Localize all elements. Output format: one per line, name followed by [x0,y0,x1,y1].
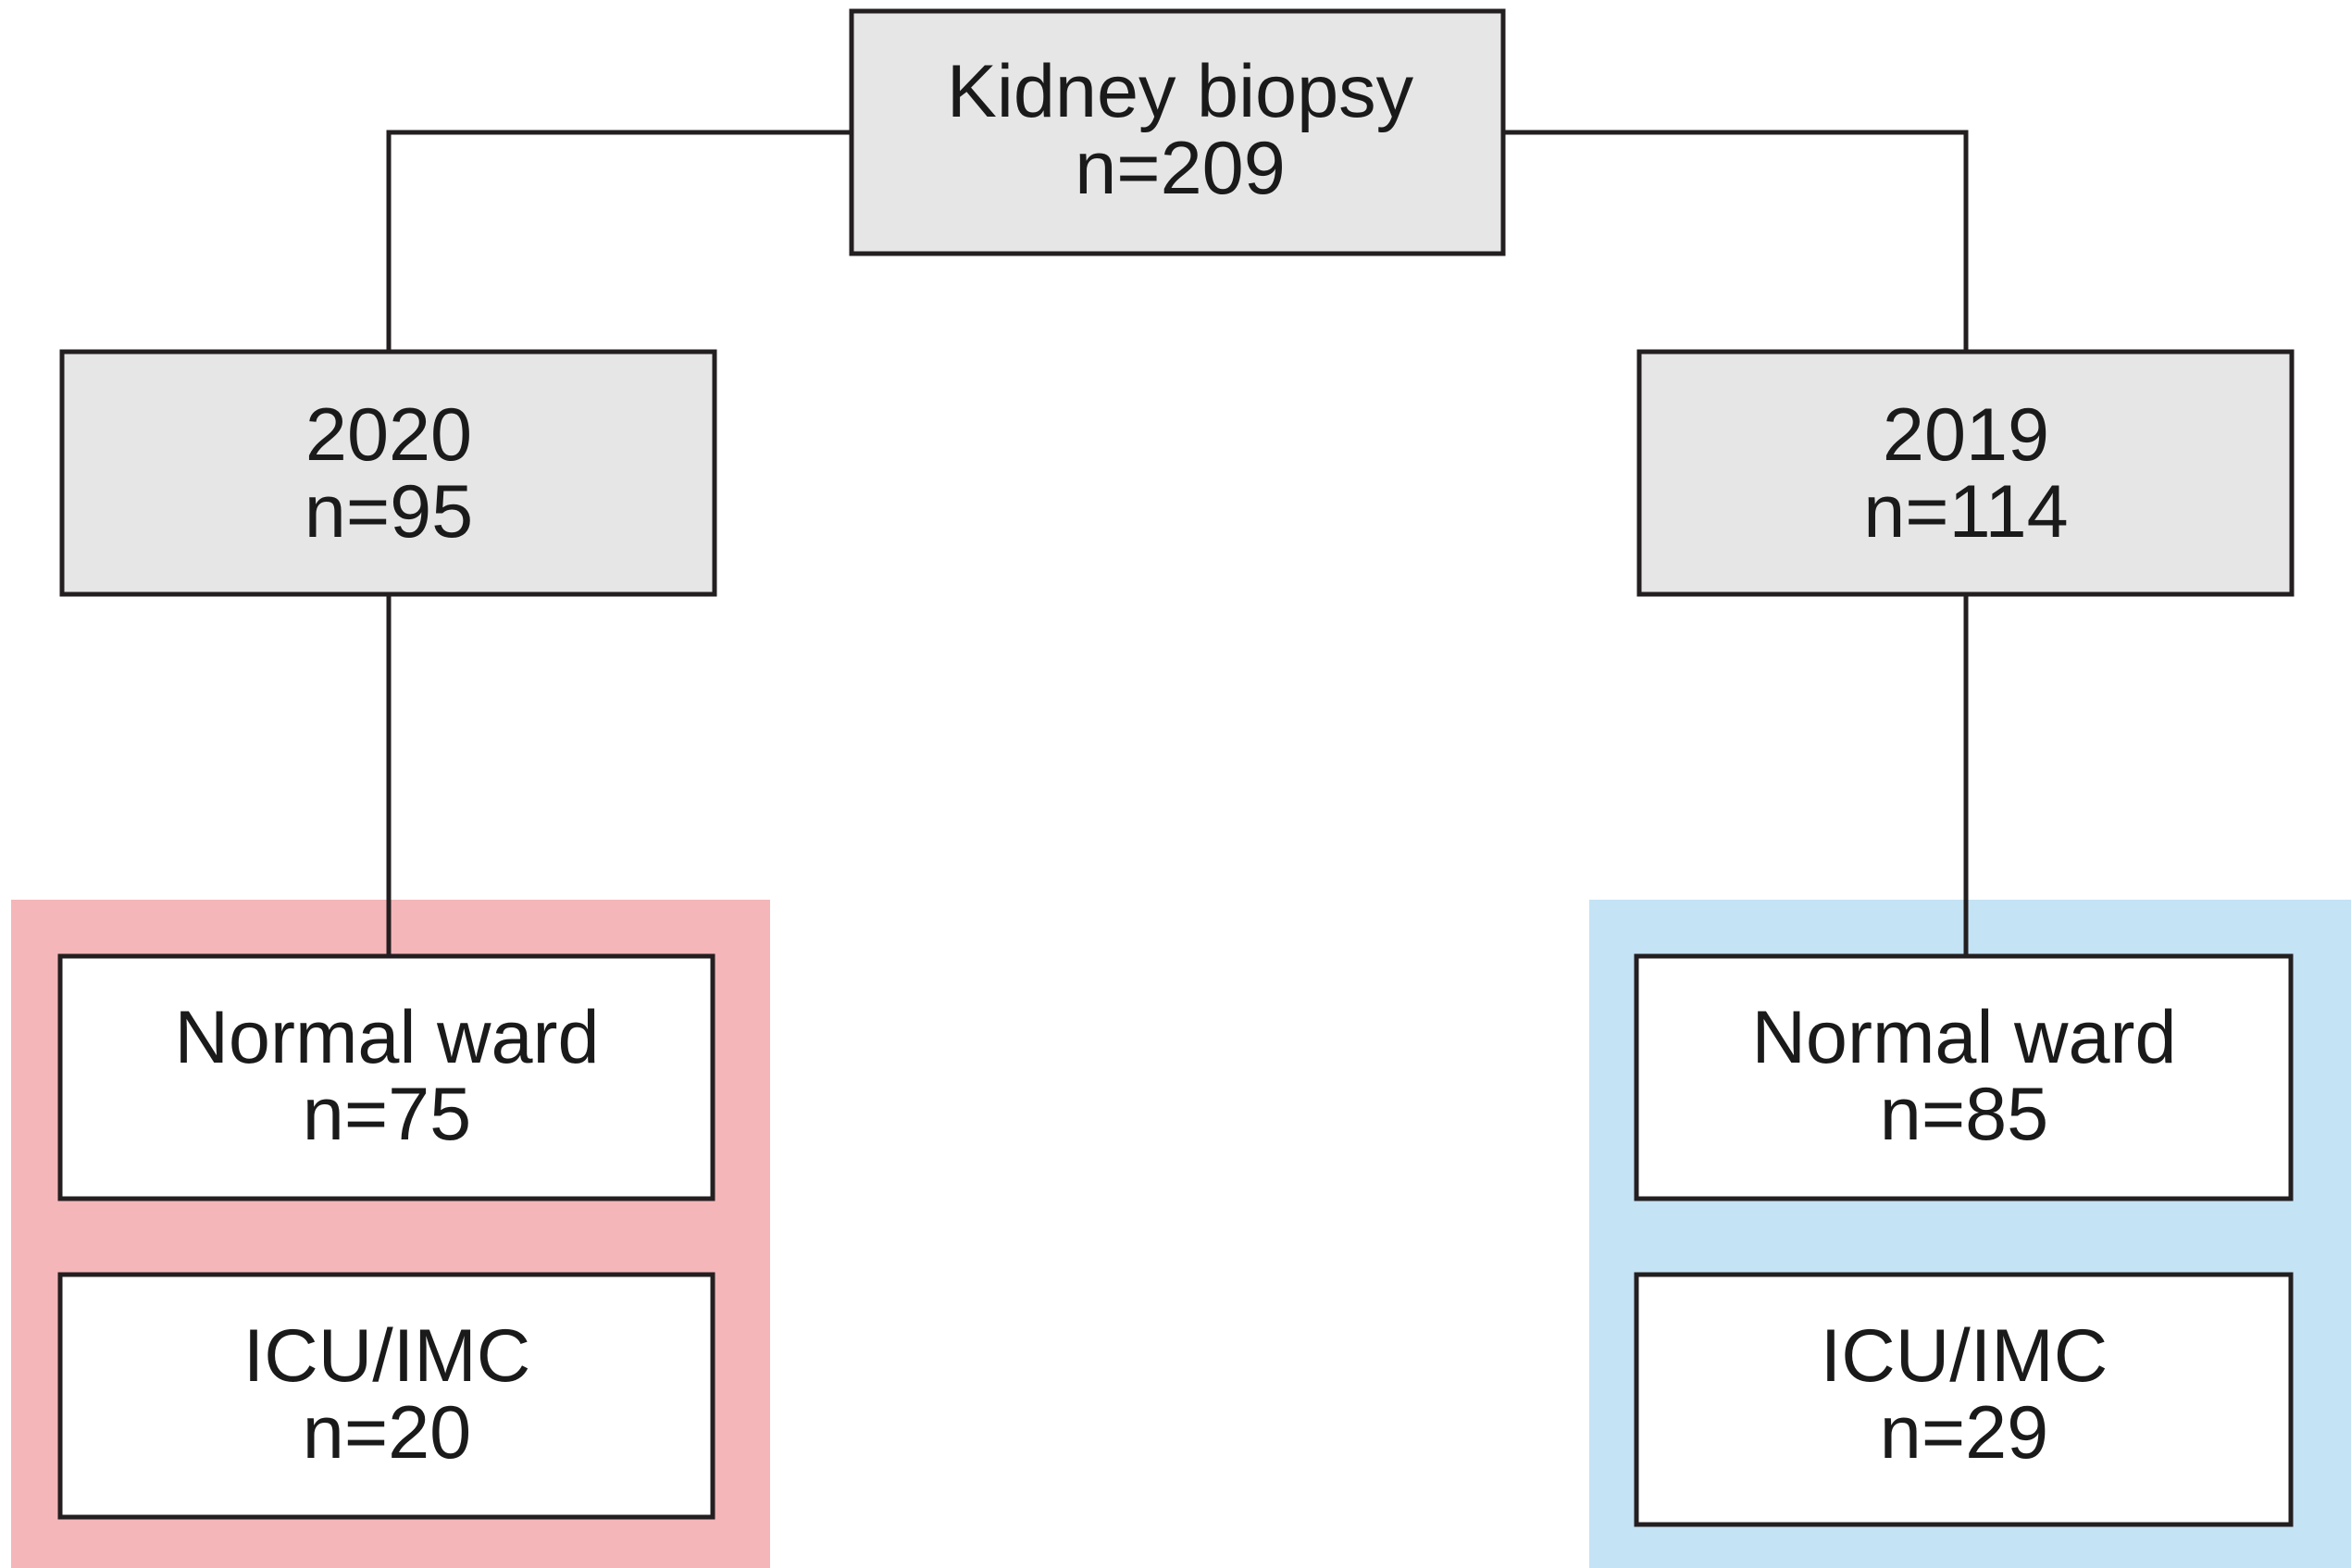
node-2019-icu-imc: ICU/IMC n=29 [1634,1272,2294,1527]
node-2019-normal-ward-count: n=85 [1880,1073,2048,1156]
node-2020-icu-imc-label: ICU/IMC [243,1314,530,1398]
node-kidney-biopsy-label: Kidney biopsy [947,50,1414,133]
node-year-2019-label: 2019 [1883,393,2049,477]
node-2019-icu-imc-label: ICU/IMC [1821,1314,2108,1398]
connector-root-to-2019 [1503,130,1969,352]
node-2019-normal-ward-label: Normal ward [1751,996,2176,1079]
node-kidney-biopsy-count: n=209 [1075,127,1286,210]
node-year-2019: 2019 n=114 [1636,349,2295,597]
node-2020-icu-imc: ICU/IMC n=20 [57,1272,715,1520]
node-year-2020-label: 2020 [305,393,472,477]
node-kidney-biopsy: Kidney biopsy n=209 [849,8,1506,256]
node-2020-normal-ward-label: Normal ward [174,996,599,1079]
node-2019-normal-ward: Normal ward n=85 [1634,953,2294,1201]
node-year-2019-count: n=114 [1863,470,2068,554]
node-year-2020-count: n=95 [305,470,473,554]
node-year-2020: 2020 n=95 [59,349,717,597]
node-2020-normal-ward: Normal ward n=75 [57,953,715,1201]
node-2019-icu-imc-count: n=29 [1880,1391,2048,1475]
node-2020-icu-imc-count: n=20 [303,1391,471,1475]
connector-root-to-2020 [386,130,852,352]
node-2020-normal-ward-count: n=75 [303,1073,471,1156]
